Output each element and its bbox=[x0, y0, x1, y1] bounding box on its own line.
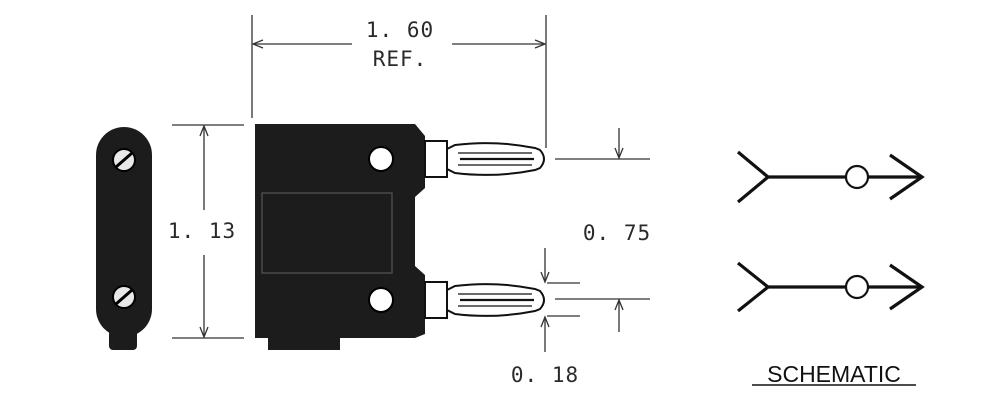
pin-diameter-label: 0. 18 bbox=[511, 363, 579, 387]
body-label-recess bbox=[261, 192, 393, 274]
spacing-dimension: 0. 75 bbox=[555, 128, 651, 332]
screw-bottom-icon bbox=[112, 285, 136, 309]
screw-top-icon bbox=[112, 148, 136, 172]
width-dimension: 1. 60 REF. bbox=[251, 15, 547, 148]
height-dimension-label: 1. 13 bbox=[168, 219, 236, 243]
pin-diameter-dimension: 0. 18 bbox=[511, 248, 580, 387]
height-dimension: 1. 13 bbox=[168, 124, 244, 339]
banana-plug-bottom bbox=[424, 281, 545, 319]
schematic-label-group: SCHEMATIC bbox=[752, 361, 916, 387]
mounting-hole-bottom bbox=[368, 287, 394, 313]
schematic-symbol-bottom bbox=[737, 261, 925, 313]
width-dimension-label: 1. 60 bbox=[366, 18, 434, 42]
spacing-dimension-label: 0. 75 bbox=[583, 221, 651, 245]
side-view-tab bbox=[109, 330, 137, 350]
mounting-hole-top bbox=[368, 146, 394, 172]
width-dimension-note: REF. bbox=[373, 47, 428, 71]
banana-plug-top bbox=[424, 140, 545, 178]
side-view-plate bbox=[96, 127, 152, 350]
schematic-symbol-top bbox=[736, 150, 925, 204]
front-view-body bbox=[255, 124, 425, 350]
schematic-label: SCHEMATIC bbox=[767, 361, 901, 387]
